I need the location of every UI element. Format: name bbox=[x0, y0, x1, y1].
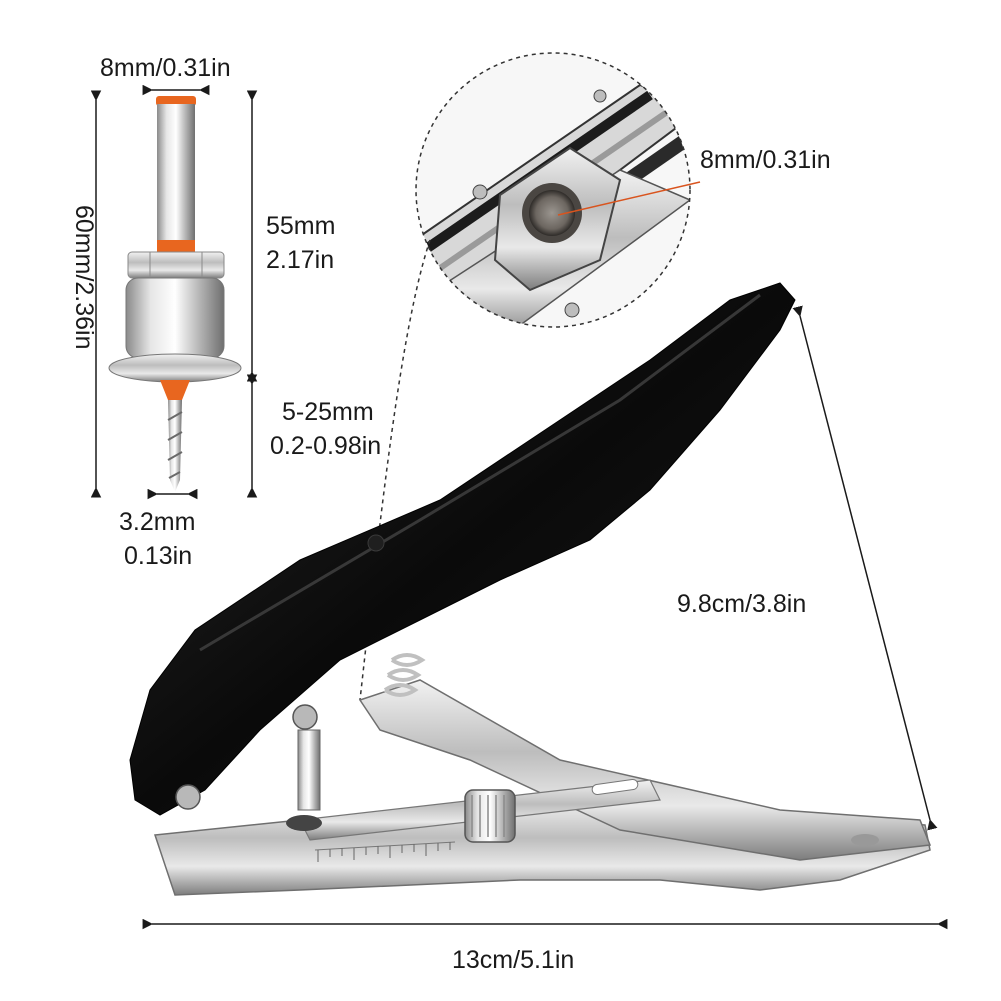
bit-collar bbox=[125, 277, 225, 359]
label-drill-diameter-in: 0.13in bbox=[124, 542, 192, 570]
tool-punch-post bbox=[297, 729, 321, 811]
lever-end-hole bbox=[851, 834, 879, 846]
label-bit-total-length: 60mm/2.36in bbox=[70, 205, 98, 350]
handle-rivet-upper bbox=[292, 704, 318, 730]
bit-orange-ring bbox=[157, 240, 195, 254]
zoom-leader-line bbox=[359, 239, 431, 701]
countersink-bit bbox=[108, 96, 242, 492]
label-bit-upper-length-in: 2.17in bbox=[266, 246, 334, 274]
bit-top-cap bbox=[156, 96, 196, 106]
base-hole bbox=[286, 815, 322, 831]
handle-rivet-lower bbox=[175, 784, 201, 810]
bit-shank bbox=[157, 104, 195, 246]
tool-spring bbox=[383, 653, 426, 697]
label-bit-depth-range-mm: 5-25mm bbox=[282, 398, 374, 426]
label-jaw-hole-diameter: 8mm/0.31in bbox=[700, 146, 831, 174]
tool-black-handle bbox=[129, 282, 796, 816]
tool-dimension-lines bbox=[142, 305, 948, 930]
label-bit-depth-range-in: 0.2-0.98in bbox=[270, 432, 381, 460]
tool-ruler bbox=[314, 841, 456, 862]
jaw-detail-zoom bbox=[415, 52, 701, 328]
bit-flange bbox=[108, 353, 242, 383]
bit-dimension-lines bbox=[90, 84, 258, 500]
adjust-knob bbox=[464, 789, 516, 843]
tool-lower-lever bbox=[358, 679, 932, 861]
bit-drill bbox=[168, 400, 182, 492]
corner-rounder-tool bbox=[129, 282, 932, 896]
label-drill-diameter-mm: 3.2mm bbox=[119, 508, 195, 536]
handle-hole bbox=[367, 534, 385, 552]
bit-cone bbox=[160, 380, 190, 400]
jaw-callout-line bbox=[557, 181, 701, 216]
label-tool-length: 13cm/5.1in bbox=[452, 946, 574, 974]
dimension-labels: 8mm/0.31in 60mm/2.36in 55mm 2.17in 5-25m… bbox=[70, 54, 831, 974]
label-bit-upper-length-mm: 55mm bbox=[266, 212, 335, 240]
label-tool-height: 9.8cm/3.8in bbox=[677, 590, 806, 618]
bit-hex-nut bbox=[127, 251, 225, 279]
label-bit-shank-diameter: 8mm/0.31in bbox=[100, 54, 231, 82]
